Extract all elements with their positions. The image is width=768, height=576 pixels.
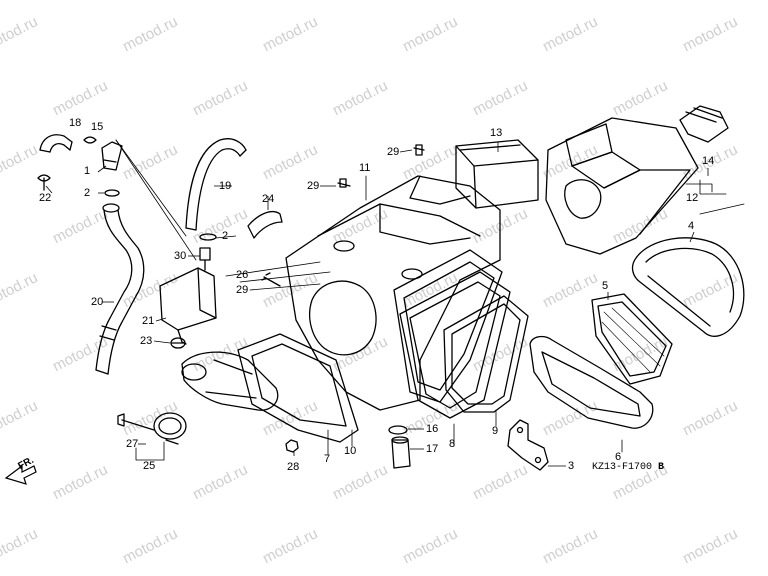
part-2-washer-b (199, 233, 217, 241)
part-12-upper-cover (545, 117, 699, 255)
callout-29b: 29 (307, 180, 320, 192)
callout-27: 27 (126, 438, 139, 450)
callout-2a: 2 (84, 187, 91, 199)
callout-22: 22 (39, 192, 52, 204)
callout-12: 12 (686, 192, 699, 204)
part-19-hose (185, 138, 247, 231)
callout-10: 10 (344, 445, 357, 457)
part-4-filter (631, 237, 745, 337)
part-2-washer (104, 189, 120, 197)
callout-23: 23 (140, 335, 153, 347)
part-14-insert (679, 105, 729, 143)
callout-15: 15 (91, 121, 104, 133)
part-18-elbow-hose (39, 134, 73, 153)
callout-29c: 29 (387, 146, 400, 158)
part-20-drain-tube (95, 203, 145, 375)
diagram-code-main: KZ13-F1700 (592, 462, 653, 473)
part-29-screw-a (337, 178, 351, 188)
diagram-code: KZ13-F1700 B (592, 462, 664, 473)
callout-18: 18 (69, 117, 82, 129)
part-11-air-cleaner-case (285, 175, 503, 411)
callout-25: 25 (143, 460, 156, 472)
callout-5: 5 (602, 280, 609, 292)
part-1-fitting (101, 141, 123, 171)
part-23-fitting (170, 337, 186, 349)
callout-6: 6 (615, 451, 622, 463)
callout-2b: 2 (222, 230, 229, 242)
part-16-ring (388, 425, 408, 435)
callout-14: 14 (702, 155, 715, 167)
callout-3: 3 (568, 460, 575, 472)
callout-1: 1 (84, 165, 91, 177)
part-8-gasket (399, 271, 511, 419)
callout-21: 21 (142, 315, 155, 327)
diagram-code-suffix: B (658, 462, 665, 473)
callout-4: 4 (688, 220, 695, 232)
part-10-duct (237, 333, 359, 443)
part-15-clip (83, 136, 97, 144)
part-22-clamp (37, 174, 51, 182)
callout-28: 28 (287, 461, 300, 473)
part-7-inlet (181, 351, 279, 411)
callout-17: 17 (426, 443, 439, 455)
part-29-screw-b (413, 144, 425, 156)
callout-7: 7 (324, 453, 331, 465)
part-24-band (247, 211, 283, 239)
part-25-clamp (153, 412, 187, 445)
part-27-bolt (117, 413, 155, 431)
callout-30: 30 (174, 250, 187, 262)
part-28-nut (285, 439, 299, 453)
part-3-bracket (507, 419, 549, 471)
callout-8: 8 (449, 438, 456, 450)
part-17-plug (391, 436, 411, 469)
callout-26: 26 (236, 269, 249, 281)
part-13-element (455, 139, 539, 209)
callout-20: 20 (91, 296, 104, 308)
part-5-mesh-element (591, 293, 673, 385)
part-6-lower-cover (529, 335, 654, 429)
front-direction-arrow (4, 464, 37, 485)
callout-29a: 29 (236, 284, 249, 296)
callout-9: 9 (492, 425, 499, 437)
callout-16: 16 (426, 423, 439, 435)
callout-11: 11 (359, 162, 371, 174)
callout-13: 13 (490, 127, 503, 139)
